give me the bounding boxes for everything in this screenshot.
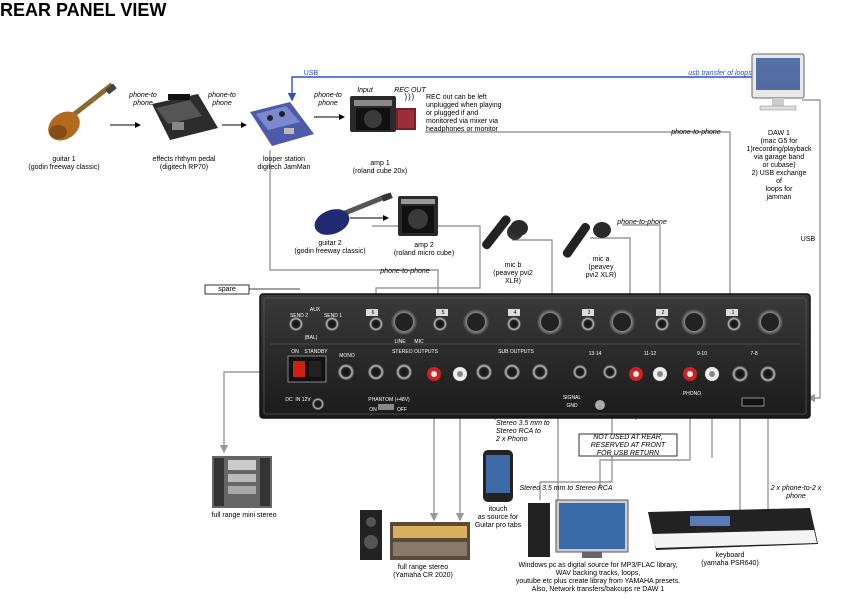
looper-label: looper station digitech JamMan (257, 156, 311, 171)
panel-ch-13-14: 13-14 (588, 351, 602, 357)
panel-phantom: PHANTOM (+48V) (368, 397, 410, 403)
signal-arrows (110, 114, 389, 221)
panel-aux: AUX (309, 307, 321, 313)
panel-stereo-outputs: STEREO OUTPUTS (392, 349, 438, 355)
panel-ch-6: 6 (371, 310, 375, 316)
pedal-icon (152, 94, 218, 140)
windows-pc-icon (528, 499, 629, 558)
panel-ph-off: OFF (397, 407, 407, 413)
panel-ch-1: 1 (731, 310, 735, 316)
rec-out-label: REC OUT (394, 87, 426, 94)
panel-dc-v: IN 12V (295, 397, 311, 403)
guitar-1-label: guitar 1 (godin freeway classic) (28, 156, 100, 171)
panel-ch-5: 5 (441, 310, 445, 316)
keyboard-label: keyboard (yamaha PSR640) (701, 552, 759, 567)
itouch-icon (483, 450, 513, 502)
amp-1-label: amp 1 (roland cube 20x) (352, 160, 408, 175)
input-label: Input (357, 87, 373, 94)
panel-sub-outputs: SUB OUTPUTS (498, 349, 534, 355)
mic-b-label: mic b (peavey pvi2 XLR) (493, 262, 533, 285)
panel-ch-11-12: 11-12 (643, 351, 657, 357)
stereo-rca-label: Stereo 3.5 mm to Stereo RCA (519, 485, 613, 492)
ptp-label-2: phone-to phone (208, 92, 236, 107)
panel-send1: SEND 1 (323, 313, 343, 319)
usb-wire (287, 76, 752, 102)
pedal-label: effects rhthym pedal (digitech RP70) (152, 156, 216, 171)
guitar-1-icon (48, 82, 117, 141)
full-range-stereo-label: full range stereo (Yamaha CR 2020) (393, 564, 453, 579)
panel-ph-on: ON (369, 407, 377, 413)
mic-b-icon (482, 215, 528, 250)
full-range-stereo-icon (360, 510, 470, 560)
page-title: REAR PANEL VIEW (0, 0, 167, 20)
rec-out-note: REC out can be left unplugged when playi… (426, 94, 502, 133)
keyboard-icon (648, 508, 818, 550)
two-phone-label: 2 x phone-to-2 x phone (770, 485, 822, 500)
panel-ch-3: 3 (587, 310, 591, 316)
mixer-rear-panel (259, 293, 811, 419)
ptp-label-3: phone-to phone (314, 92, 342, 107)
ptp-label-1: phone-to phone (129, 92, 157, 107)
usb-label: USB (303, 70, 319, 77)
itouch-label: itouch as source for Guitar pro tabs (474, 506, 522, 529)
stereo-phono-label: Stereo 3.5 mm to Stereo RCA to 2 x Phono (496, 420, 550, 443)
guitar-2-label: guitar 2 (godin freeway classic) (294, 240, 366, 255)
panel-dc: DC (285, 397, 293, 403)
daw-label: DAW 1 (mac G5 for 1)recording/playback v… (746, 130, 812, 201)
panel-line-label: LINE (394, 339, 406, 345)
panel-ch-9-10: 9-10 (696, 351, 707, 357)
panel-mic-label: MIC (414, 339, 424, 345)
ptp-mic-label: phone-to-phone (617, 219, 667, 226)
mini-stereo-label: full range mini stereo (211, 512, 277, 519)
spare-label: spare (218, 286, 236, 293)
panel-ch-2: 2 (661, 310, 665, 316)
panel-send2: SEND 2 (289, 313, 309, 319)
amp-2-label: amp 2 (roland micro cube) (393, 242, 455, 257)
panel-bal: (BAL) (304, 335, 318, 341)
panel-phono: PHONO (682, 391, 702, 397)
svg-text:))): ))) (404, 93, 415, 103)
xlr-row (391, 309, 783, 335)
windows-pc-label: Windows pc as digital source for MP3/FLA… (515, 562, 681, 593)
daw-computer-icon (751, 53, 805, 111)
looper-icon (250, 102, 314, 146)
ptp-daw-label: phone-to-phone (671, 129, 721, 136)
mini-stereo-icon (212, 456, 272, 508)
line-jacks-row (289, 317, 741, 331)
usb-right-label: USB (800, 236, 816, 243)
usb-transfer-label: usb transfer of loops (688, 70, 752, 77)
panel-standby: STANDBY (304, 349, 328, 355)
panel-on: ON (291, 349, 299, 355)
guitar-2-icon (314, 192, 393, 235)
panel-mono: MONO (339, 353, 355, 359)
amp-1-icon: ))) (350, 93, 416, 132)
not-used-label: NOT USED AT REAR, RESERVED AT FRONT FOR … (590, 434, 666, 457)
panel-signal-gnd: SIGNAL GND (562, 395, 582, 409)
panel-ch-7-8: 7-8 (750, 351, 758, 357)
amp-2-icon (398, 196, 438, 236)
mic-a-label: mic a (peavey pvi2 XLR) (585, 256, 617, 279)
ptp-amp2-label: phone-to-phone (380, 268, 430, 275)
mic-a-icon (562, 222, 611, 258)
panel-ch-4: 4 (513, 310, 517, 316)
